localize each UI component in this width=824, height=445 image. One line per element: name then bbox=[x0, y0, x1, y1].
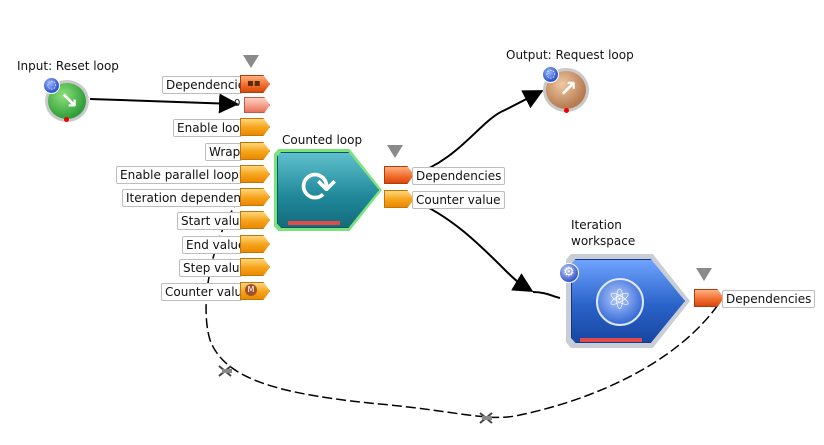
input-label-dependencies: Dependencies bbox=[162, 76, 251, 94]
counted-loop-collapse-toggle[interactable] bbox=[243, 55, 259, 68]
input-port-counter-value[interactable]: M bbox=[240, 282, 270, 300]
connection-counter-to-workspace[interactable] bbox=[411, 199, 534, 293]
input-port-reset[interactable] bbox=[244, 97, 270, 113]
input-reset-loop-title: Input: Reset loop bbox=[17, 59, 119, 73]
value-port-label: 0 bbox=[234, 98, 241, 109]
input-label-iteration-dependency: Iteration dependency bbox=[122, 189, 255, 207]
input-label-enable-parallel-looping: Enable parallel looping bbox=[116, 166, 257, 184]
input-reset-loop-indicator bbox=[64, 117, 69, 122]
input-label-wrap: Wrap bbox=[205, 143, 242, 161]
output-request-loop-indicator bbox=[564, 108, 569, 113]
output-label-counter-value: Counter value bbox=[412, 191, 505, 209]
feedback-marker-bottom[interactable] bbox=[479, 412, 493, 424]
input-port-iteration-dependency[interactable] bbox=[240, 188, 270, 206]
input-label-counter-value: Counter value bbox=[161, 283, 250, 301]
iteration-workspace-title-line1: Iteration bbox=[571, 218, 622, 232]
counted-loop-title: Counted loop bbox=[282, 133, 363, 147]
input-port-enable-loop[interactable] bbox=[240, 118, 270, 136]
iteration-workspace-title-line2: workspace bbox=[571, 234, 636, 248]
input-label-start-value: Start value bbox=[177, 212, 247, 230]
connection-loop-to-output[interactable] bbox=[409, 90, 544, 177]
output-request-loop-title: Output: Request loop bbox=[506, 48, 634, 62]
workspace-output-label-dependencies: Dependencies bbox=[722, 290, 816, 308]
arrow-down-right-icon: ↘ bbox=[60, 89, 79, 114]
input-port-start-value[interactable] bbox=[240, 211, 270, 229]
output-request-loop-badge: ◌ bbox=[542, 66, 559, 83]
input-label-step-value: Step value bbox=[179, 259, 247, 277]
input-label-end-value: End value bbox=[182, 236, 245, 254]
iteration-workspace-status-bar bbox=[580, 338, 642, 342]
counted-loop-status-bar bbox=[288, 221, 340, 225]
workspace-icon: ⚛ bbox=[596, 278, 644, 326]
input-port-enable-parallel-looping[interactable] bbox=[240, 165, 270, 183]
counted-loop-output-collapse-toggle[interactable] bbox=[387, 145, 403, 158]
gear-icon[interactable]: ⚙ bbox=[559, 263, 579, 283]
input-port-step-value[interactable] bbox=[240, 258, 270, 276]
refresh-icon: ⟳ bbox=[300, 162, 337, 213]
input-reset-loop-badge: ◌ bbox=[43, 77, 60, 94]
output-label-dependencies: Dependencies bbox=[412, 167, 506, 185]
grid-icon: ▪▪ bbox=[247, 78, 261, 89]
input-port-end-value[interactable] bbox=[240, 235, 270, 253]
input-port-wrap[interactable] bbox=[240, 142, 270, 160]
feedback-marker-left[interactable] bbox=[218, 365, 232, 377]
iteration-workspace-output-collapse-toggle[interactable] bbox=[696, 268, 712, 281]
arrow-up-right-icon: ↗ bbox=[559, 77, 578, 102]
m-badge-icon: M bbox=[245, 284, 257, 296]
connection-iteration-dependency-dashed[interactable] bbox=[205, 198, 721, 419]
connection-input-to-loop[interactable] bbox=[89, 93, 239, 114]
input-label-enable-loop: Enable loop bbox=[173, 119, 247, 137]
input-port-dependencies[interactable]: ▪▪ bbox=[240, 75, 270, 93]
